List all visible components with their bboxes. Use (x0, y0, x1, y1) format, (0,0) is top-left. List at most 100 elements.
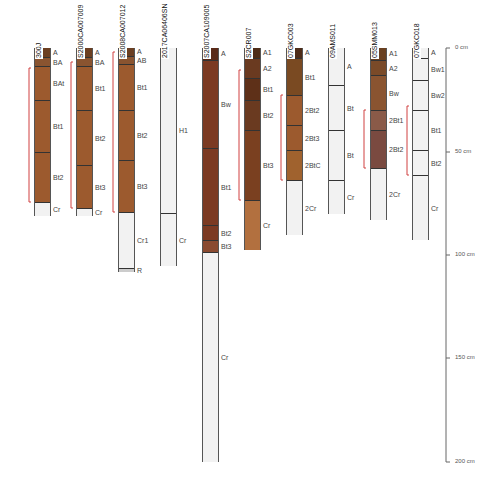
horizon-label: A (305, 49, 310, 57)
soil-horizon: R (119, 268, 134, 272)
horizon-label: BAt (53, 80, 64, 88)
horizon-label: Bt1 (53, 123, 64, 131)
soil-horizon: Cr (161, 213, 176, 266)
profile-name: S2007CA109005 (203, 4, 211, 59)
horizon-label: Bt2 (221, 230, 232, 238)
profile-name: 05SMM013 (371, 21, 379, 59)
horizon-label: Cr1 (137, 237, 148, 245)
soil-horizon: 2Bt3 (287, 125, 302, 150)
horizon-label: Cr (179, 237, 186, 245)
horizon-label: 2Bt2 (305, 107, 319, 115)
horizon-label: Bt1 (431, 127, 442, 135)
profile-name: 300J (35, 42, 43, 59)
horizon-label: Bt3 (263, 162, 274, 170)
soil-horizon: Bt1 (119, 64, 134, 110)
horizon-label: Bt2 (137, 132, 148, 140)
depth-label: 100 cm (455, 251, 475, 257)
soil-profile: 300JABABAtBt1Bt2Cr (34, 48, 51, 216)
soil-horizon: Cr (329, 180, 344, 214)
soil-profile: 2017CA06406SNH1Cr (160, 48, 177, 266)
horizon-label: Bt1 (221, 184, 232, 192)
horizon-label: A1 (389, 50, 398, 58)
soil-horizon: Cr (245, 200, 260, 250)
horizon-label: A (95, 49, 100, 57)
horizon-label: Bt1 (137, 84, 148, 92)
horizon-label: Bt1 (95, 85, 106, 93)
soil-horizon: Bw1 (413, 58, 428, 80)
soil-horizon: Cr (413, 175, 428, 240)
horizon-label: BA (95, 59, 104, 67)
soil-horizon: Bt2 (413, 150, 428, 175)
soil-horizon: 2BtC (287, 150, 302, 180)
soil-horizon: Cr (35, 202, 50, 216)
horizon-label: 2Bt3 (305, 135, 319, 143)
soil-horizon: Cr (77, 208, 92, 216)
profile-name: 07GKC003 (287, 22, 295, 59)
horizon-label: BA (53, 59, 62, 67)
profile-name: S2000CA007009 (77, 4, 85, 59)
soil-horizon: BAt (35, 66, 50, 100)
soil-horizon: Bt1 (35, 100, 50, 152)
horizon-label: A (431, 49, 436, 57)
horizon-label: A (137, 48, 142, 56)
soil-horizon: Cr1 (119, 212, 134, 268)
horizon-label: 2Cr (305, 205, 316, 213)
horizon-label: Bt (347, 152, 354, 160)
horizon-label: 2Bt1 (389, 117, 403, 125)
soil-horizon: Bt2 (203, 225, 218, 240)
depth-label: 0 cm (455, 44, 468, 50)
profile-name: 09AMS011 (329, 23, 337, 59)
soil-horizon: 2Bt1 (371, 110, 386, 130)
soil-horizon: Bw (203, 60, 218, 148)
horizon-label: Bw (221, 101, 231, 109)
horizon-label: Bt3 (221, 243, 232, 251)
soil-horizon: A2 (371, 60, 386, 75)
horizon-label: Bt3 (95, 184, 106, 192)
horizon-label: A (347, 63, 352, 71)
soil-horizon: 2Bt2 (371, 130, 386, 168)
profile-name: S2008CA007012 (119, 4, 127, 59)
horizon-label: 2Cr (389, 191, 400, 199)
horizon-label: 2Bt2 (389, 146, 403, 154)
soil-horizon: Bt (329, 85, 344, 130)
soil-horizon: Cr (203, 252, 218, 462)
soil-horizon: Bt1 (77, 66, 92, 110)
horizon-label: A2 (389, 65, 398, 73)
soil-horizon: Bt1 (413, 110, 428, 150)
horizon-label: Bt2 (53, 174, 64, 182)
soil-horizon: Bt2 (77, 110, 92, 165)
soil-horizon: Bt2 (35, 152, 50, 202)
horizon-label: Bt (347, 105, 354, 113)
horizon-label: Bt2 (95, 135, 106, 143)
soil-horizon: Bt3 (203, 240, 218, 252)
soil-profile: 09AMS011ABtBtCr (328, 48, 345, 214)
horizon-label: Bw2 (431, 92, 445, 100)
horizon-label: Bt2 (263, 112, 274, 120)
soil-profile: 07GKC003ABt12Bt22Bt32BtC2Cr (286, 48, 303, 235)
soil-horizon: Bt3 (119, 160, 134, 212)
profile-name: 07GKC018 (413, 22, 421, 59)
soil-profile: 07GKC018ABw1Bw2Bt1Bt2Cr (412, 48, 429, 240)
horizon-label: A1 (263, 49, 272, 57)
soil-horizon: Bt1 (245, 78, 260, 100)
horizon-label: Cr (221, 354, 228, 362)
horizon-label: Cr (263, 222, 270, 230)
profile-name: 2017CA06406SN (161, 3, 169, 60)
horizon-label: Bt1 (263, 86, 274, 94)
profile-name: S2CR007 (245, 27, 253, 59)
horizon-label: Bw (389, 90, 399, 98)
soil-horizon: 2Cr (287, 180, 302, 235)
horizon-label: R (137, 267, 142, 275)
horizon-label: 2BtC (305, 162, 321, 170)
horizon-label: Bt3 (137, 183, 148, 191)
soil-horizon: Bt2 (119, 110, 134, 160)
soil-horizon: Bt (329, 130, 344, 180)
horizon-label: Cr (431, 205, 438, 213)
soil-horizon: 2Bt2 (287, 95, 302, 125)
soil-profile: S2007CA109005ABwBt1Bt2Bt3Cr (202, 48, 219, 462)
soil-profile: S2CR007A1A2Bt1Bt2Bt3Cr (244, 48, 261, 250)
soil-horizon: Bt2 (245, 100, 260, 130)
depth-label: 50 cm (455, 148, 471, 154)
soil-profile: S2000CA007009ABABt1Bt2Bt3Cr (76, 48, 93, 216)
